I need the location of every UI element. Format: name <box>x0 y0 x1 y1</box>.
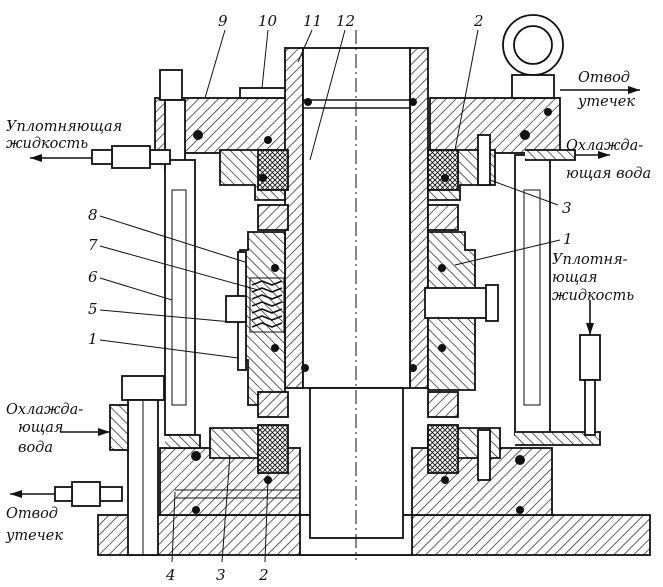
leak-outlet-label-top-line2: утечек <box>577 94 635 110</box>
bottom-leak-fitting <box>10 481 123 507</box>
top-leak-outlet <box>560 86 640 94</box>
top-flange <box>154 69 561 171</box>
shaft-sleeve <box>284 30 429 560</box>
part-number-1-left: 1 <box>88 330 98 348</box>
part-number-11: 11 <box>303 12 322 30</box>
seal-fluid-label-right-line3: жидкость <box>552 288 634 304</box>
part-number-2-top: 2 <box>473 12 484 30</box>
left-cooling-inlet <box>60 428 110 436</box>
part-number-3-bottom: 3 <box>216 566 226 584</box>
right-seal-assembly <box>424 134 501 481</box>
leak-outlet-label-bottom-line2: утечек <box>5 528 63 544</box>
part-number-12: 12 <box>336 12 355 30</box>
leader-lines <box>99 29 561 563</box>
part-number-4: 4 <box>165 566 176 584</box>
leak-outlet-label-bottom-line1: Отвод <box>6 506 58 522</box>
part-number-9: 9 <box>218 12 228 30</box>
o-rings <box>191 98 552 514</box>
top-right-eye-fitting <box>502 14 564 99</box>
part-number-3-right: 3 <box>562 199 572 217</box>
cooling-jacket-right <box>514 149 601 446</box>
part-number-5: 5 <box>88 300 98 318</box>
part-number-1-right: 1 <box>563 230 573 248</box>
left-seal-fluid-fitting <box>30 145 171 169</box>
cooling-water-label-left-line2: ющая <box>18 420 64 436</box>
seal-fluid-label-right-line1: Уплотня- <box>552 252 628 268</box>
cooling-jacket-left <box>164 159 201 449</box>
part-number-6: 6 <box>88 268 98 286</box>
seal-fluid-label-left-line2: жидкость <box>6 136 88 152</box>
cooling-water-label-left-line1: Охлажда- <box>6 402 83 418</box>
seal-fluid-label-left-line1: Уплотняющая <box>6 119 122 135</box>
right-cooling-outlet <box>575 151 610 159</box>
seal-fluid-label-right-line2: ющая <box>552 270 598 286</box>
part-number-7: 7 <box>88 236 98 254</box>
cooling-water-label-left-line3: вода <box>18 440 53 456</box>
cooling-water-label-right-line2: ющая вода <box>566 166 651 182</box>
part-number-2-bottom: 2 <box>258 566 269 584</box>
leak-outlet-label-top-line1: Отвод <box>578 70 630 86</box>
cooling-water-label-right-line1: Охлажда- <box>566 138 643 154</box>
right-seal-fluid-fitting <box>579 300 601 436</box>
part-number-8: 8 <box>88 206 98 224</box>
part-number-10: 10 <box>258 12 278 30</box>
left-seal-assembly <box>209 149 289 474</box>
left-stud <box>109 375 165 556</box>
